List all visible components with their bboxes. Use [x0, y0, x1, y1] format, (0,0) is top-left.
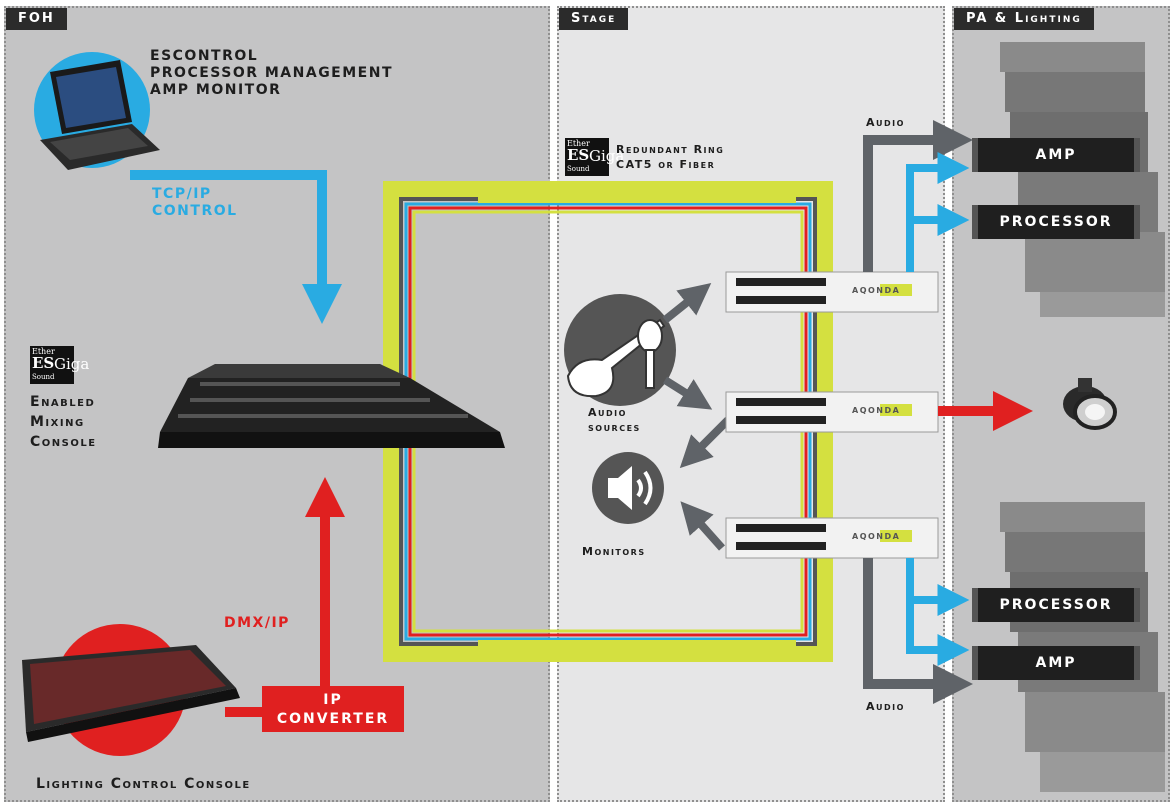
control-to-amp-bottom-arrow [906, 558, 970, 666]
rack-brand-top: AQONDA [852, 286, 901, 295]
tcpip-control-arrow [130, 170, 342, 324]
stage-rack-bottom [725, 517, 939, 559]
audio-bottom-label: Audio [866, 700, 905, 713]
ip-converter-box: IP CONVERTER [262, 686, 404, 732]
stage-rack-mid [725, 391, 939, 433]
laptop-icon [34, 52, 160, 170]
lighting-console-icon [22, 624, 240, 756]
audio-sources-label: Audio sources [588, 406, 641, 434]
lighting-console-label: Lighting Control Console [36, 776, 251, 792]
control-to-amp-top-arrow [906, 152, 970, 272]
monitor-speaker-icon [592, 452, 664, 524]
amp-box-bottom: AMP [972, 646, 1140, 680]
escontrol-label: ESCONTROL PROCESSOR MANAGEMENT AMP MONIT… [150, 48, 394, 98]
foh-tab: FOH [6, 8, 67, 30]
mixing-console-icon [158, 364, 505, 448]
rack-brand-mid: AQONDA [852, 406, 901, 415]
dmx-ip-label: DMX/IP [224, 615, 290, 631]
redundant-ring-label: Redundant Ring CAT5 or Fiber [616, 143, 725, 171]
speaker-stack-bottom [1000, 502, 1165, 792]
audio-to-amp-bottom-arrow [863, 558, 973, 704]
processor-box-top: PROCESSOR [972, 205, 1140, 239]
ethersound-giga-logo-stage: Ether ES Sound Giga [565, 138, 624, 176]
audio-source-to-rack-top [662, 283, 712, 324]
pa-lighting-tab: PA & Lighting [954, 8, 1094, 30]
rack-brand-bottom: AQONDA [852, 532, 901, 541]
stage-tab: Stage [559, 8, 629, 30]
audio-top-label: Audio [866, 116, 905, 129]
monitors-label: Monitors [582, 545, 646, 558]
tcpip-control-label: TCP/IP CONTROL [152, 186, 238, 219]
audio-source-to-rack-mid [662, 376, 713, 410]
amp-box-top: AMP [972, 138, 1140, 172]
audio-sources-icon [564, 294, 676, 406]
rack-to-monitors-arrow [679, 417, 731, 469]
audio-to-amp-top-arrow [863, 120, 973, 272]
ethersound-giga-logo-foh: Ether ES Sound Giga [30, 346, 89, 384]
speaker-stack-top [1000, 42, 1165, 317]
mixing-console-label: Enabled Mixing Console [30, 394, 97, 450]
processor-box-bottom: PROCESSOR [972, 588, 1140, 622]
stage-rack-top [725, 271, 939, 313]
rack-to-monitors-arrow-2 [680, 501, 725, 551]
stage-light-icon [1063, 378, 1117, 430]
